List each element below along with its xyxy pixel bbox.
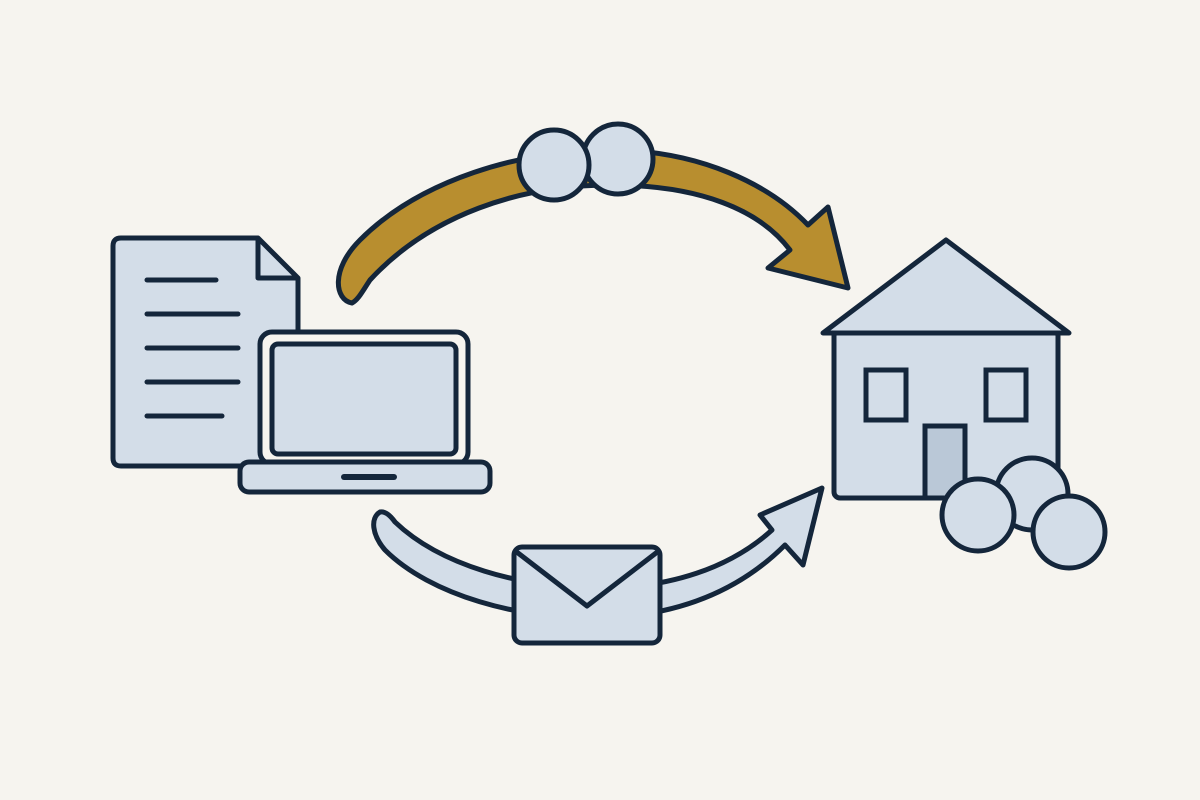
coins-icon bbox=[516, 121, 656, 203]
arrow-top-gold bbox=[335, 147, 851, 306]
coins-icon bbox=[939, 455, 1108, 571]
envelope-icon bbox=[511, 544, 663, 646]
arrow-bottom-light bbox=[371, 485, 825, 621]
laptop-icon bbox=[237, 329, 493, 495]
